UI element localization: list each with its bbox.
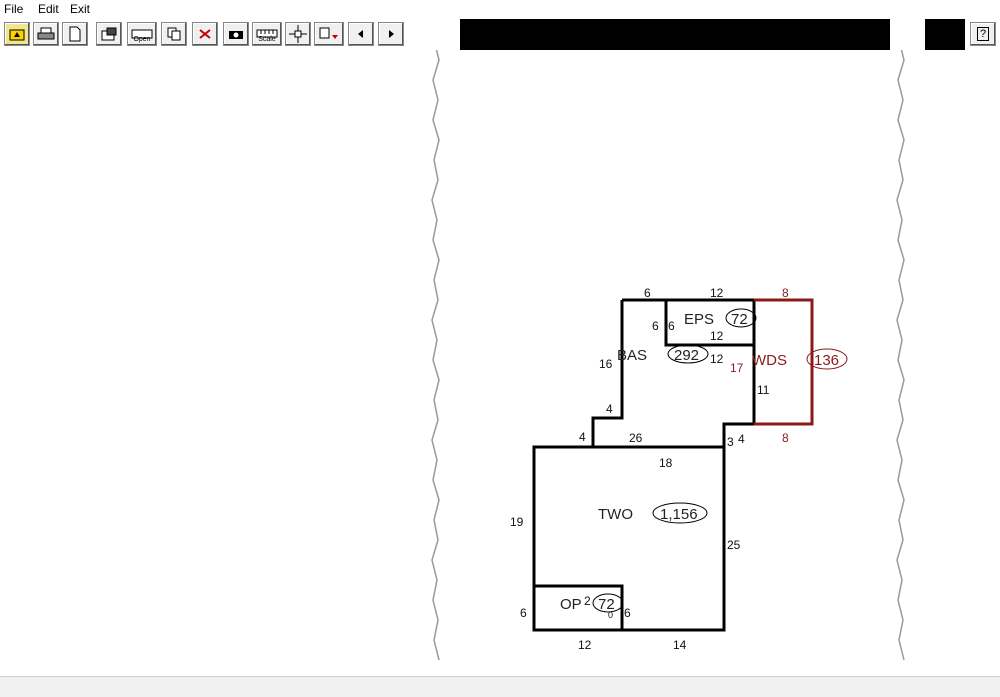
- dim-18: 18: [659, 456, 673, 470]
- two-value: 1,156: [660, 506, 698, 523]
- eps-value: 72: [731, 311, 748, 328]
- paste-icon: [319, 27, 338, 39]
- dim-bas-left-16: 16: [599, 357, 613, 371]
- dim-op-6r: 6: [624, 606, 631, 620]
- prev-arrow-icon: [358, 30, 363, 38]
- wds-label: WDS: [752, 352, 787, 369]
- menu-edit[interactable]: Edit: [38, 2, 59, 16]
- delete-icon: [199, 29, 211, 39]
- paste-button[interactable]: [314, 22, 344, 46]
- next-button[interactable]: [378, 22, 404, 46]
- dim-14: 14: [673, 638, 687, 652]
- print-icon: [37, 27, 55, 40]
- title-strip: [440, 19, 900, 50]
- menu-file[interactable]: File: [4, 2, 24, 16]
- dim-26: 26: [629, 431, 643, 445]
- camera-icon: [229, 31, 243, 39]
- dim-top-6: 6: [644, 286, 651, 300]
- status-bar: [0, 676, 1000, 697]
- title-strip-right: [925, 19, 965, 50]
- up-folder-icon: [9, 29, 25, 41]
- up-folder-button[interactable]: [4, 22, 30, 46]
- dim-step-4a: 4: [606, 402, 613, 416]
- dim-op-0: 0: [608, 610, 613, 620]
- menu-exit[interactable]: Exit: [70, 2, 91, 16]
- two-label: TWO: [598, 506, 633, 523]
- help-button[interactable]: ?: [970, 22, 996, 46]
- dim-eps-bottom-12: 12: [710, 329, 724, 343]
- move-button[interactable]: [285, 22, 311, 46]
- sketch-canvas: EPS 72 BAS 292 TWO 1,156 OP 72 WDS 136 6…: [431, 50, 905, 661]
- properties-button[interactable]: [96, 22, 122, 46]
- sketch-lines: [532, 298, 756, 632]
- properties-icon: [101, 27, 117, 41]
- move-icon: [289, 25, 307, 43]
- next-arrow-icon: [389, 30, 394, 38]
- eps-area-oval: [725, 308, 757, 328]
- bas-area-oval: [667, 344, 709, 364]
- copy-icon: [167, 27, 181, 41]
- dim-eps-left-6: 6: [652, 319, 659, 333]
- wds-outline: [754, 298, 814, 426]
- scale-icon: [256, 29, 278, 38]
- eps-outline: [664, 300, 754, 347]
- dim-top-12: 12: [710, 286, 724, 300]
- op-area-oval: [592, 593, 624, 613]
- new-page-icon: [69, 26, 81, 42]
- scale-label: Scale: [258, 36, 276, 43]
- dim-eps-inner-6: 6: [668, 319, 675, 333]
- torn-edge-right: [890, 0, 925, 696]
- bas-outline: [532, 298, 756, 632]
- dim-wds-left-17: 17: [730, 361, 744, 375]
- open-icon: [131, 29, 153, 39]
- wds-area-oval: [806, 348, 848, 370]
- dim-op-6l: 6: [520, 606, 527, 620]
- scale-button[interactable]: Scale: [252, 22, 282, 46]
- wds-lines: [754, 298, 814, 426]
- dim-right-11: 11: [757, 383, 770, 397]
- two-area-oval: [652, 502, 708, 524]
- dim-12: 12: [578, 638, 592, 652]
- wds-value: 136: [814, 352, 839, 369]
- dim-25: 25: [727, 538, 741, 552]
- dim-19: 19: [510, 515, 524, 529]
- open-button[interactable]: Open: [127, 22, 157, 46]
- open-label: Open: [133, 36, 151, 43]
- menu-bar: File Edit Exit: [0, 0, 1000, 18]
- print-button[interactable]: [33, 22, 59, 46]
- copy-button[interactable]: [161, 22, 187, 46]
- op-outline: [534, 584, 624, 630]
- camera-button[interactable]: [223, 22, 249, 46]
- dim-4c: 4: [738, 432, 745, 446]
- eps-label: EPS: [684, 311, 714, 328]
- torn-edge-left-line: [431, 50, 440, 661]
- delete-button[interactable]: [192, 22, 218, 46]
- bas-label: BAS: [617, 347, 647, 364]
- torn-edge-left: [420, 0, 460, 696]
- dim-step-4b: 4: [579, 430, 586, 444]
- op-value: 72: [598, 596, 615, 613]
- dim-wds-top-8: 8: [782, 286, 789, 300]
- new-page-button[interactable]: [62, 22, 88, 46]
- dim-wds-bottom-8: 8: [782, 431, 789, 445]
- help-icon: ?: [976, 27, 990, 41]
- bas-value: 292: [674, 347, 699, 364]
- dim-op-2: 2: [584, 594, 591, 608]
- op-label: OP: [560, 596, 582, 613]
- dim-bas-right-12: 12: [710, 352, 724, 366]
- dim-3: 3: [727, 435, 734, 449]
- prev-button[interactable]: [348, 22, 374, 46]
- torn-edge-right-line: [896, 50, 905, 661]
